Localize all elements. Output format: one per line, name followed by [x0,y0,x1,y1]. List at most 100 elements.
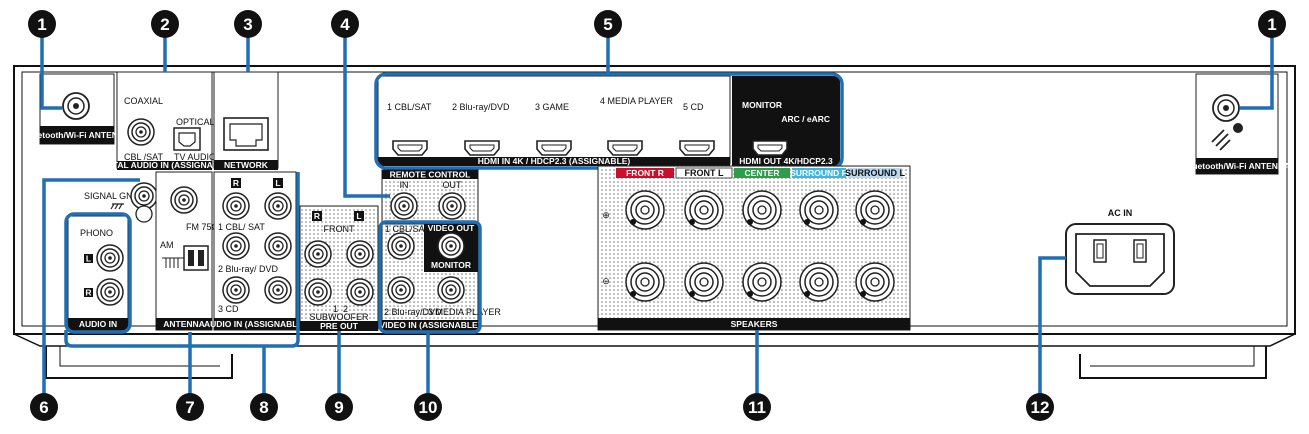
hdmi-in-port-1[interactable] [392,140,428,156]
remote-out-label: OUT [443,180,463,190]
remote-in-jack[interactable] [390,192,418,220]
svg-text:1: 1 [1267,15,1276,34]
video-monitor-label: MONITOR [431,260,471,270]
svg-text:9: 9 [334,398,343,417]
speaker-channel-front-l: FRONT L [685,168,724,178]
callout-12: 12 [1026,393,1054,421]
speaker-post-front-l-plus[interactable] [684,190,724,230]
minus-symbol: ⊖ [602,276,610,286]
callout-1-top-left: 1 [28,10,56,38]
speaker-post-front-l-minus[interactable] [684,262,724,302]
hdmi-in-section: 1 CBL/SAT 2 Blu-ray/DVD 3 GAME 4 MEDIA P… [377,75,731,166]
hdmi-in-footer: HDMI IN 4K / HDCP2.3 (ASSIGNABLE) [478,156,631,166]
subwoofer-2-label: 2 [343,304,348,314]
callout-markers: 1 2 3 4 5 1 6 7 [28,10,1286,421]
svg-text:5: 5 [603,15,612,34]
phono-l-jack[interactable] [96,244,124,272]
speaker-post-front-r-minus[interactable] [625,262,665,302]
ac-in-section: AC IN [1065,208,1175,295]
fm-antenna-jack[interactable] [170,186,198,214]
phono-r-jack[interactable] [96,278,124,306]
video-out-label: VIDEO OUT [428,223,476,233]
svg-text:2: 2 [160,15,169,34]
callout-6: 6 [30,393,58,421]
phono-section: PHONO L R AUDIO IN [67,215,129,331]
bluetooth-antenna-left[interactable]: Bluetooth/Wi-Fi ANTENNA [24,73,130,145]
svg-text:8: 8 [259,398,268,417]
svg-text:10: 10 [419,398,438,417]
audio-in-phono-footer: AUDIO IN [79,319,117,329]
pre-out-subwoofer-2[interactable] [346,278,374,306]
remote-control-section: REMOTE CONTROL IN OUT [381,169,479,223]
video-in-3-label: 3 MEDIA PLAYER [428,307,501,317]
speaker-post-surround-l-minus[interactable] [855,262,895,302]
speaker-post-front-r-plus[interactable] [625,190,665,230]
phono-highlight [64,212,132,334]
svg-text:12: 12 [1031,398,1050,417]
svg-text:6: 6 [39,398,48,417]
hdmi-in-port-4[interactable] [607,140,643,156]
antenna-footer: ANTENNA [163,319,205,329]
pre-out-front-l[interactable] [346,240,374,268]
audio-in-2-r[interactable] [222,232,250,260]
speaker-channel-surround-l: SURROUND L [845,168,906,178]
pre-out-section: R L FRONT 1 2 SUBWOOFER PRE OUT [299,205,379,331]
speakers-section: FRONT R FRONT L CENTER SURROUND R SURROU… [597,165,911,331]
audio-in-3-r[interactable] [222,276,250,304]
callout-10: 10 [414,393,442,421]
audio-in-footer: AUDIO IN (ASSIGNABLE) [204,319,306,329]
ethernet-port[interactable] [223,117,269,151]
signal-gnd-terminal[interactable] [130,182,158,210]
hdmi-in-port-3[interactable] [536,140,572,156]
video-in-3-jack[interactable] [437,276,465,304]
bluetooth-antenna-right[interactable]: Bluetooth/Wi-Fi ANTENNA [1184,73,1290,175]
video-highlight [378,220,482,334]
phono-l-label: L [86,254,91,264]
callout-8: 8 [250,393,278,421]
digital-audio-footer: DIGITAL AUDIO IN (ASSIGNABLE) [95,160,232,170]
svg-text:11: 11 [748,398,766,417]
callout-5: 5 [594,10,622,38]
hdmi-in-port-1-label: 1 CBL/SAT [387,102,432,112]
video-in-1-jack[interactable] [387,232,415,260]
subwoofer-label: SUBWOOFER [309,312,369,322]
speaker-post-surround-r-minus[interactable] [799,262,839,302]
hdmi-out-port[interactable] [752,140,788,156]
callout-7: 7 [176,393,204,421]
video-in-2-label: 2 Blu-ray/DVD [384,307,442,317]
phono-label: PHONO [80,228,113,238]
speaker-post-center-plus[interactable] [742,190,782,230]
pre-out-front-r[interactable] [304,240,332,268]
hdmi-in-port-5[interactable] [679,140,715,156]
network-label: NETWORK [224,160,269,170]
audio-in-1-l[interactable] [264,192,292,220]
video-out-jack[interactable] [437,232,465,260]
speaker-post-surround-r-plus[interactable] [799,190,839,230]
svg-text:4: 4 [340,15,350,34]
remote-out-jack[interactable] [438,192,466,220]
hdmi-in-port-2[interactable] [464,140,500,156]
hdmi-in-port-3-label: 3 GAME [535,102,569,112]
speaker-post-surround-l-plus[interactable] [855,190,895,230]
optical-jack[interactable] [173,127,201,151]
hdmi-in-port-4-label: 4 MEDIA PLAYER [600,96,673,106]
phono-r-label: R [85,288,91,298]
coaxial-jack[interactable] [127,118,155,146]
pre-out-l-label: L [356,211,361,221]
audio-in-l-label: L [275,178,280,188]
callout-9: 9 [325,393,353,421]
plus-symbol: ⊕ [602,210,610,220]
audio-in-2-l[interactable] [264,232,292,260]
speaker-channel-center: CENTER [745,168,780,178]
video-in-2-jack[interactable] [387,276,415,304]
speaker-channel-front-r: FRONT R [626,168,664,178]
audio-in-3-label: 3 CD [218,304,239,314]
ac-inlet[interactable] [1065,223,1175,295]
audio-in-3-l[interactable] [264,276,292,304]
video-in-footer: VIDEO IN (ASSIGNABLE) [379,320,480,330]
am-antenna-terminal[interactable] [162,245,209,271]
pre-out-subwoofer-1[interactable] [304,278,332,306]
speaker-post-center-minus[interactable] [742,262,782,302]
audio-in-1-r[interactable] [222,192,250,220]
